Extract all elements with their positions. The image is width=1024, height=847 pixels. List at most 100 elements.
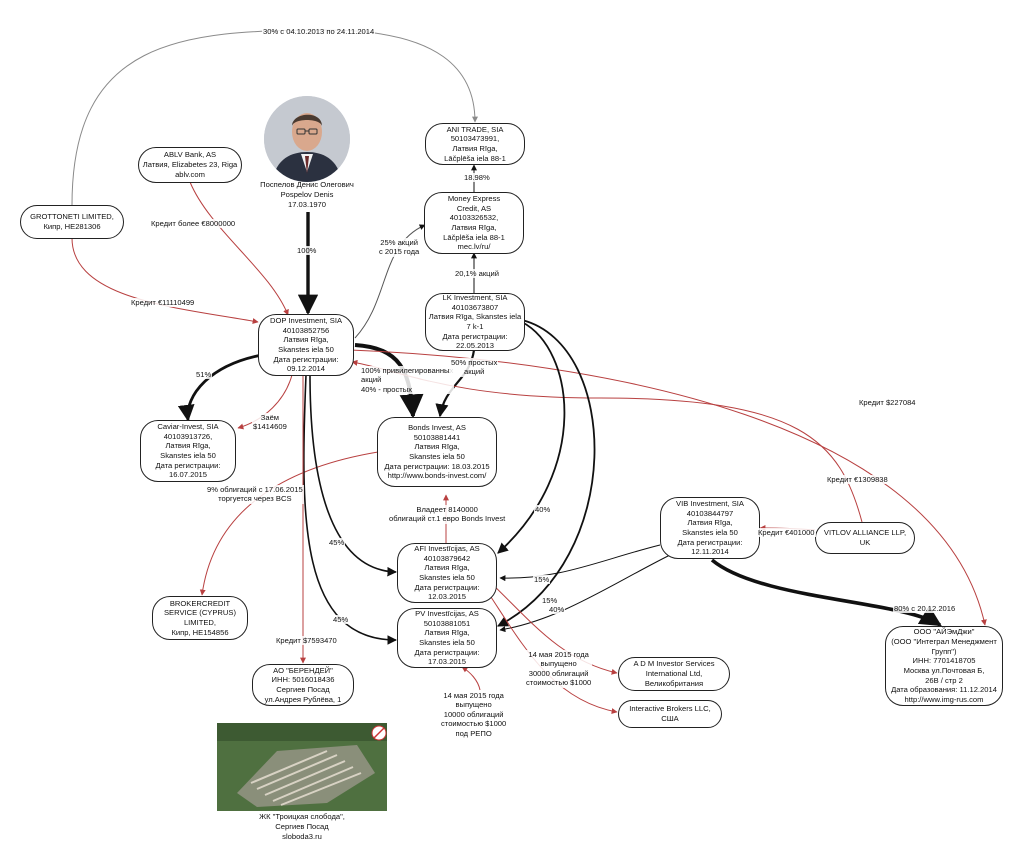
node-berendey: АО "БЕРЕНДЕЙ" ИНН: 5016018436 Сергиев По… <box>252 664 354 706</box>
node-bonds-line-3: Латвия Rīga, <box>414 442 460 452</box>
node-dop-line-1: DOP Investment, SIA <box>269 315 343 325</box>
label-pct-1898: 18.98% <box>463 173 491 183</box>
label-issue-adm-line-3: 30000 облигаций <box>528 668 589 678</box>
node-img: ООО "АЙЭмДжи" (ООО "Интеграл Менеджмент … <box>885 626 1003 706</box>
label-pct-25-line-1: 25% акций <box>380 238 418 247</box>
label-pct-15-b-text: 15% <box>542 596 558 605</box>
label-pct-45-b: 45% <box>332 615 350 625</box>
label-pct-15-a: 15% <box>533 575 551 585</box>
node-money-express-line-3: 40103326532, <box>449 213 499 223</box>
label-bonds-9-line-2: торгуется через BCS <box>218 494 292 504</box>
node-ani-trade: ANI TRADE, SIA 50103473991, Латвия Rīga,… <box>425 123 525 165</box>
node-bonds-line-1: Bonds Invest, AS <box>408 422 466 432</box>
label-ablv-credit-text: Кредит более €8000000 <box>151 219 236 228</box>
label-issue-pv-line-1: 14 мая 2015 года <box>443 691 504 700</box>
node-ablv-line-2: Латвия, Elizabetes 23, Riga <box>142 160 238 170</box>
edge-afi-adm <box>489 581 618 675</box>
node-ani-trade-line-3: Латвия Rīga, <box>452 144 498 153</box>
node-pv-line-1: PV Investīcijas, AS <box>415 608 479 618</box>
edge-dop-afi <box>309 374 397 577</box>
node-caviar-line-6: 16.07.2015 <box>168 470 207 480</box>
node-money-express: Money Express Credit, AS 40103326532, Ла… <box>424 192 524 254</box>
label-pct-201: 20,1% акций <box>454 269 501 279</box>
label-pct-51: 51% <box>195 370 213 380</box>
person-birthdate: 17.03.1970 <box>287 199 326 209</box>
node-afi-line-3: Латвия Rīga, <box>424 563 470 573</box>
label-issue-pv-line-4: стоимостью $1000 <box>441 719 507 729</box>
node-vib-investment: VIB Investment, SIA 40103844797 Латвия R… <box>660 497 760 559</box>
node-afi-line-1: AFI Investīcijas, AS <box>414 543 480 553</box>
node-vib-line-1: VIB Investment, SIA <box>676 498 744 508</box>
label-pct-45-a-text: 45% <box>329 538 345 547</box>
label-pct-51-text: 51% <box>196 370 212 379</box>
node-interactive-brokers: Interactive Brokers LLC, США <box>618 700 722 728</box>
edge-lk-afi <box>497 321 566 554</box>
label-pct-80: 80% с 20.12.2016 <box>893 604 957 614</box>
node-lk-line-1: LK Investment, SIA <box>442 292 508 302</box>
node-ibkr-line-1: Interactive Brokers LLC, <box>629 704 711 714</box>
node-vib-line-4: Skanstes iela 50 <box>682 528 738 537</box>
estate-caption-line-1: ЖК "Троицкая слобода", <box>259 812 345 821</box>
person-photo <box>264 96 350 182</box>
label-credit-130: Кредит €1309838 <box>826 475 889 485</box>
label-pct-40-a: 40% <box>534 505 552 515</box>
node-berendey-line-1: АО "БЕРЕНДЕЙ" <box>273 665 333 675</box>
edge-ablv-dop <box>189 181 289 316</box>
node-adm-line-1: A D M Investor Services <box>633 659 715 669</box>
label-grotto-credit-text: Кредит €11110499 <box>131 298 195 307</box>
node-caviar-line-5: Дата регистрации: <box>155 460 221 470</box>
node-berendey-line-4: ул.Андрея Рублёва, 1 <box>264 694 342 704</box>
node-pv-line-2: 50103881051 <box>423 618 471 628</box>
node-afi-line-6: 12.03.2015 <box>427 592 466 602</box>
node-brokercredit-line-2: SERVICE (CYPRUS) <box>163 608 236 618</box>
node-adm-investor-services: A D M Investor Services International Lt… <box>618 657 730 691</box>
label-pct-45-b-text: 45% <box>333 615 349 624</box>
node-money-express-line-1: Money Express <box>447 193 501 203</box>
node-vib-line-2: 40103844797 <box>686 508 734 518</box>
node-bonds-line-4: Skanstes iela 50 <box>409 452 465 461</box>
node-ani-trade-line-1: ANI TRADE, SIA <box>446 124 504 134</box>
label-top-arc-text: 30% с 04.10.2013 по 24.11.2014 <box>263 27 375 36</box>
label-issue-pv-line-2: выпущено <box>455 700 492 710</box>
node-lk-investment: LK Investment, SIA 40103673807 Латвия Rī… <box>425 293 525 351</box>
node-bonds-invest: Bonds Invest, AS 50103881441 Латвия Rīga… <box>377 417 497 487</box>
node-dop-investment: DOP Investment, SIA 40103852756 Латвия R… <box>258 314 354 376</box>
label-credit-401-text: Кредит €401000 <box>758 528 815 537</box>
label-loan-line-2: $1414609 <box>253 422 287 432</box>
node-afi-line-2: 40103879642 <box>423 553 471 563</box>
node-ani-trade-line-2: 50103473991, <box>450 134 500 144</box>
label-pct-40-a-text: 40% <box>535 505 551 514</box>
node-lk-line-2: 40103673807 <box>451 302 499 312</box>
label-pct-201-text: 20,1% акций <box>455 269 500 278</box>
node-caviar-line-2: 40103913726, <box>163 431 213 441</box>
node-vib-line-3: Латвия Rīga, <box>687 518 733 528</box>
node-caviar-line-1: Caviar-Invest, SIA <box>157 421 219 431</box>
label-pct-25-line-2: с 2015 года <box>379 247 420 257</box>
node-ablv-line-3: ablv.com <box>175 169 205 179</box>
label-issue-adm-line-1: 14 мая 2015 года <box>528 650 589 659</box>
node-pv-investicijas: PV Investīcijas, AS 50103881051 Латвия R… <box>397 608 497 668</box>
node-pv-line-4: Skanstes iela 50 <box>419 638 475 647</box>
node-vib-line-5: Дата регистрации: <box>677 537 743 547</box>
node-brokercredit-line-4: Кипр, HE154856 <box>171 627 229 637</box>
node-lk-line-3: Латвия Rīga, Skanstes iela <box>428 312 522 322</box>
label-loan: Заём$1414609 <box>252 413 288 432</box>
node-caviar-line-4: Skanstes iela 50 <box>160 451 216 460</box>
node-img-line-4: ИНН: 7701418705 <box>912 656 976 666</box>
label-credit-401: Кредит €401000 <box>757 528 816 538</box>
label-simple-50-line-1: 50% простых <box>451 358 498 367</box>
label-credit-759-text: Кредит $7593470 <box>276 636 337 645</box>
node-dop-line-2: 40103852756 <box>282 325 330 335</box>
node-img-line-1: ООО "АЙЭмДжи" <box>913 627 975 637</box>
label-credit-227-text: Кредит $227084 <box>859 398 916 407</box>
node-vitlov-line-2: UK <box>859 538 871 547</box>
node-dop-line-6: 09.12.2014 <box>286 364 325 374</box>
node-dop-line-5: Дата регистрации: <box>273 354 339 364</box>
node-img-line-5: Москва ул.Почтовая Б, <box>903 666 985 675</box>
node-bonds-line-2: 50103881441 <box>413 432 461 442</box>
label-credit-227: Кредит $227084 <box>858 398 917 408</box>
label-top-arc: 30% с 04.10.2013 по 24.11.2014 <box>262 27 376 37</box>
